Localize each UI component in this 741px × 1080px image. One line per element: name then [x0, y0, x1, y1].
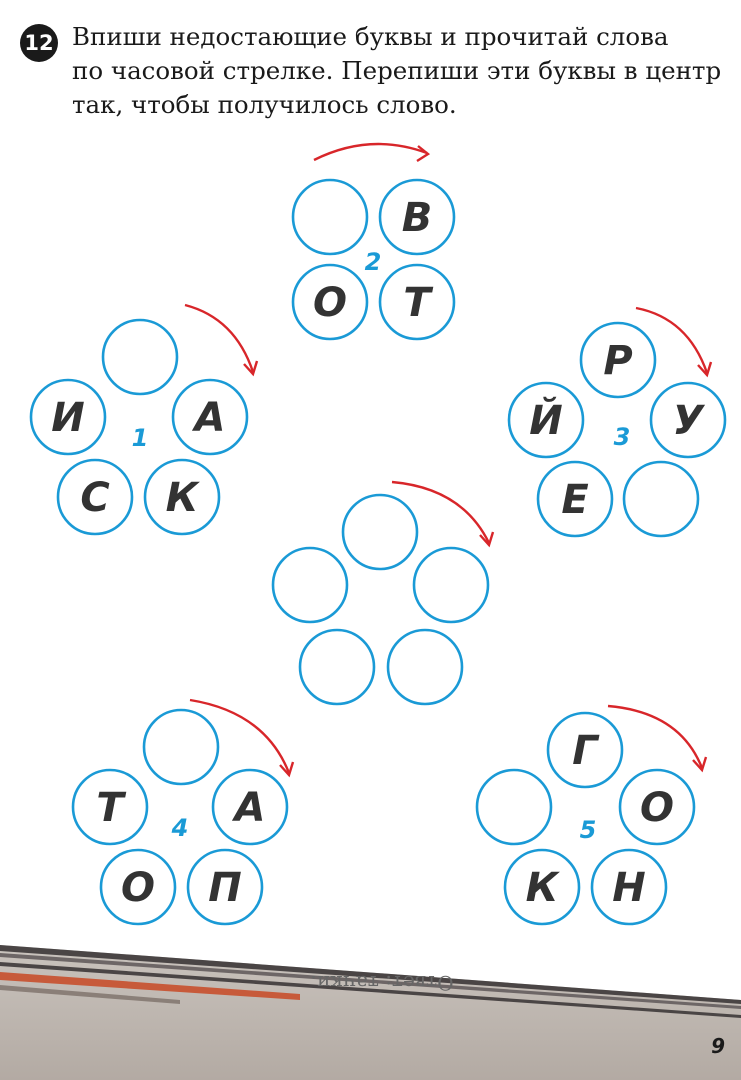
cluster-number: 2: [365, 248, 382, 276]
circle-letter: С: [80, 475, 109, 521]
cluster-5: Г О Н К 5: [475, 704, 708, 926]
circle-letter: У: [673, 398, 706, 444]
letter-circle[interactable]: [507, 381, 585, 459]
circle-letter: О: [313, 280, 347, 326]
letter-circle[interactable]: [171, 378, 249, 456]
clockwise-arrow: [635, 306, 709, 374]
arrowhead: [416, 145, 431, 163]
page-number: 9: [711, 1034, 725, 1058]
bottom-floor-decoration: [0, 945, 741, 1080]
circle-letter: Т: [96, 785, 126, 831]
letter-circle[interactable]: [536, 460, 614, 538]
task-line-3: так, чтобы получилось слово.: [72, 90, 457, 119]
clockwise-arrow: [391, 480, 491, 544]
letter-circle[interactable]: [649, 381, 727, 459]
circle-letter: О: [640, 785, 674, 831]
clockwise-arrow: [189, 698, 291, 774]
task-header: 12 Впиши недостающие буквы и прочитай сл…: [20, 20, 722, 122]
arrowhead: [243, 360, 259, 377]
letter-circle[interactable]: [622, 460, 700, 538]
letter-circle[interactable]: [291, 263, 369, 341]
cluster-number: 3: [614, 423, 631, 451]
letter-circle[interactable]: [143, 458, 221, 536]
circle-letter: К: [526, 865, 561, 911]
circle-letter: И: [51, 395, 84, 441]
task-instructions: Впиши недостающие буквы и прочитай слова…: [72, 20, 722, 122]
answer-upside-down: Ответ: тачки.: [310, 971, 453, 995]
circle-letter: К: [166, 475, 201, 521]
cluster-number: 5: [580, 816, 597, 844]
letter-circle[interactable]: [378, 263, 456, 341]
letter-circle[interactable]: [590, 848, 668, 926]
answer-circle[interactable]: [386, 628, 464, 706]
cluster-number: 1: [132, 424, 149, 452]
letter-circle[interactable]: [618, 768, 696, 846]
letter-circle[interactable]: [291, 178, 369, 256]
letter-circle[interactable]: [503, 848, 581, 926]
cluster-2: В Т О 2: [291, 142, 456, 341]
letter-circle[interactable]: [56, 458, 134, 536]
circle-letter: Р: [603, 338, 632, 384]
circle-letter: Е: [561, 477, 588, 523]
arrowhead: [479, 531, 495, 548]
clockwise-arrow: [313, 142, 428, 162]
answer-circle[interactable]: [271, 546, 349, 624]
letter-circle[interactable]: [579, 321, 657, 399]
cluster-center: [271, 480, 495, 706]
letter-circle[interactable]: [186, 848, 264, 926]
circle-letter: В: [402, 195, 433, 241]
task-line-2: по часовой стрелке. Перепиши эти буквы в…: [72, 56, 722, 85]
answer-circle[interactable]: [341, 493, 419, 571]
task-line-1: Впиши недостающие буквы и прочитай слова: [72, 22, 669, 51]
cluster-3: Р У Е Й 3: [507, 306, 727, 538]
arrowhead: [697, 361, 713, 378]
letter-circle[interactable]: [211, 768, 289, 846]
circle-letter: А: [192, 395, 226, 441]
letter-circle[interactable]: [475, 768, 553, 846]
clockwise-arrow: [184, 303, 255, 373]
arrowhead: [692, 756, 708, 773]
letter-circle[interactable]: [71, 768, 149, 846]
circle-letter: Г: [572, 728, 600, 774]
cluster-number: 4: [171, 814, 189, 842]
circle-letter: О: [121, 865, 155, 911]
circle-letter: Й: [529, 396, 562, 444]
letter-circle[interactable]: [378, 178, 456, 256]
answer-circle[interactable]: [298, 628, 376, 706]
letter-circle[interactable]: [101, 318, 179, 396]
answer-circle[interactable]: [412, 546, 490, 624]
arrowhead: [279, 761, 295, 778]
task-number-badge: 12: [20, 24, 58, 62]
clockwise-arrow: [607, 704, 704, 769]
circle-letter: Т: [403, 280, 433, 326]
letter-circle[interactable]: [29, 378, 107, 456]
circle-letter: П: [208, 865, 241, 911]
cluster-4: А П О Т 4: [71, 698, 295, 926]
letter-circle[interactable]: [142, 708, 220, 786]
circle-letter: Н: [612, 865, 645, 911]
letter-circle[interactable]: [99, 848, 177, 926]
letter-circle[interactable]: [546, 711, 624, 789]
circle-letter: А: [232, 785, 266, 831]
cluster-1: А К С И 1: [29, 303, 259, 536]
